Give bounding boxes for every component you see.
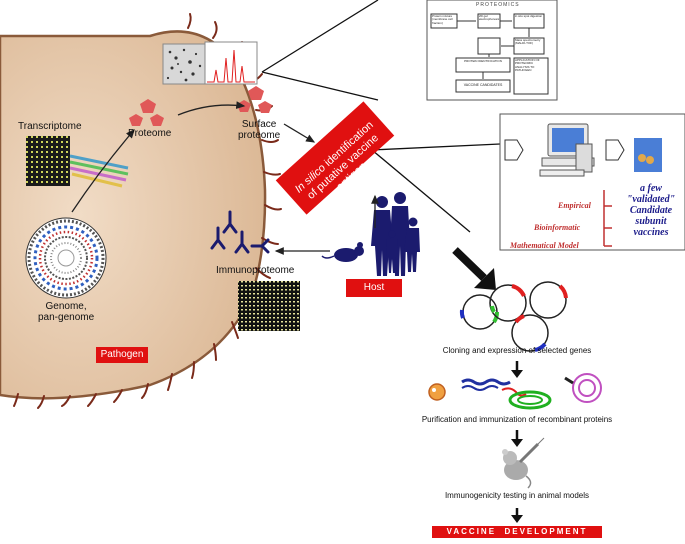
lab-mouse-icon: [502, 437, 545, 489]
expression-bars: [69, 154, 129, 188]
human-family-icon: [371, 192, 420, 276]
computer-panel: [499, 113, 685, 251]
method-bioinformatic: Bioinformatic: [534, 223, 581, 232]
antibodies: [210, 210, 270, 254]
transcriptome-label: Transcriptome: [18, 121, 82, 132]
pipeline-arrows: [511, 361, 523, 523]
host-tag: Host: [346, 279, 402, 297]
proteomics-panel-title: PROTEOMICS: [476, 2, 520, 8]
pathogen-tag: Pathogen: [96, 347, 148, 363]
method-empirical: Empirical: [558, 201, 591, 210]
plasmids: [459, 281, 568, 352]
proteomics-box-2: 2D gel electrophoresis: [479, 15, 499, 22]
genome-map: [25, 217, 107, 299]
gel-spots: [166, 48, 202, 82]
proteomics-box-7: VACCINE CANDIDATES: [463, 83, 503, 87]
proteome-label: Proteome: [128, 128, 172, 139]
transcriptome-array: [26, 136, 70, 186]
flow-arrows: [71, 101, 379, 255]
mass-spectrum-panel: [204, 41, 258, 85]
step-cloning: Cloning and expression of selected genes: [442, 346, 592, 355]
vaccine-development-banner: VACCINE DEVELOPMENT: [432, 526, 602, 538]
step-immunogenicity: Immunogenicity testing in animal models: [444, 491, 590, 500]
mass-spectrum-trace: [207, 49, 255, 83]
pipeline-big-arrow: [452, 247, 496, 290]
genome-label: Genome, pan-genome: [38, 301, 95, 323]
proteomics-flowchart: [426, 0, 558, 101]
proteome-proteins: [129, 99, 164, 126]
immunoproteome-array: [238, 281, 300, 331]
cell-pili: [13, 13, 282, 409]
proteomics-box-6: APPLICATION OF PROTEOMIC ANALYSIS TO PAT…: [515, 59, 540, 73]
proteomics-box-1: Protein mixture (membrane cell fraction): [432, 15, 453, 25]
validated-candidates-text: a few "validated" Candidate subunit vacc…: [626, 183, 676, 238]
recombinant-proteins: [428, 373, 602, 410]
method-mathematical-model: Mathematical Model: [510, 241, 579, 250]
connector-lines: [261, 0, 501, 233]
surface-proteome-label: Surface proteome: [238, 119, 281, 141]
proteomics-box-5: PROTEIN IDENTIFICATION: [464, 60, 502, 63]
step-purification: Purification and immunization of recombi…: [421, 415, 613, 424]
proteomics-box-3: in situ spot digestion: [515, 15, 543, 18]
mouse-icon: [321, 242, 364, 262]
proteomics-box-4: Mass spectrometry (MALDI-TOF): [515, 39, 541, 46]
pathogen-cell: [0, 30, 267, 400]
immunoproteome-label: Immunoproteome: [216, 265, 295, 276]
